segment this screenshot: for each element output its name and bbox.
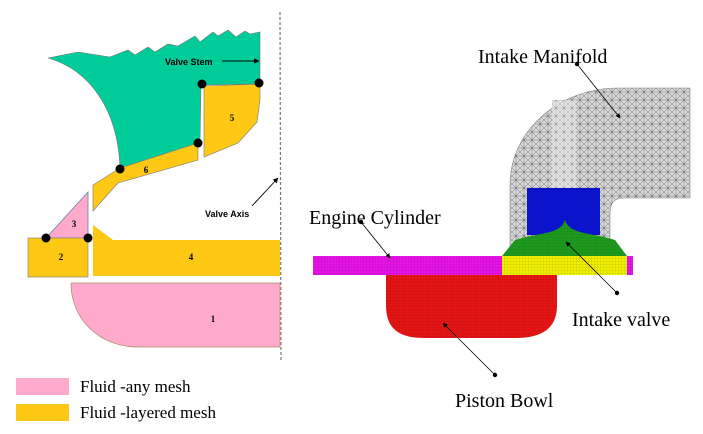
- region-2-label: 2: [59, 252, 64, 262]
- region-3-label: 3: [72, 219, 77, 229]
- valve-stem-mesh-overlay: [552, 100, 576, 188]
- region-6-label: 6: [144, 165, 149, 175]
- intake-manifold-leader: [576, 63, 621, 119]
- piston-bowl-grid: [386, 275, 557, 338]
- valve-stem-label: Valve Stem: [165, 57, 213, 67]
- engine-cylinder-leader: [360, 221, 391, 259]
- right-diagram: Intake Manifold Engine Cylinder Intake v…: [309, 46, 691, 412]
- valve-body-grid: [527, 188, 600, 235]
- legend-label-layered-mesh: Fluid -layered mesh: [80, 403, 216, 422]
- valve-head-grid: [502, 220, 627, 256]
- region-5-label: 5: [230, 113, 235, 123]
- valve-axis-line: [279, 11, 282, 361]
- region-4: [93, 225, 280, 276]
- region-1-label: 1: [211, 314, 216, 324]
- legend-label-any-mesh: Fluid -any mesh: [80, 377, 191, 396]
- region-4-label: 4: [189, 252, 194, 262]
- legend-swatch-layered-mesh: [16, 404, 69, 421]
- region-3: [45, 190, 89, 239]
- intake-valve-leader: [565, 241, 618, 294]
- legend-swatch-any-mesh: [16, 378, 69, 395]
- intake-valve-label: Intake valve: [572, 309, 670, 331]
- node-dots: [41, 78, 264, 243]
- piston-bowl-label: Piston Bowl: [455, 390, 554, 412]
- valve-gap-grid: [502, 256, 627, 275]
- piston-bowl-leader: [442, 322, 496, 376]
- valve-axis-arrow: [251, 177, 279, 207]
- intake-manifold-label: Intake Manifold: [478, 46, 607, 68]
- legend: Fluid -any mesh Fluid -layered mesh: [16, 377, 216, 422]
- region-2: [27, 237, 89, 278]
- valve-axis-label: Valve Axis: [205, 209, 249, 219]
- region-1: [70, 282, 281, 348]
- engine-cylinder-label: Engine Cylinder: [309, 207, 441, 229]
- left-diagram: 5 6 3 2 4 1 Valve Stem Valve Axis Fluid …: [16, 11, 282, 422]
